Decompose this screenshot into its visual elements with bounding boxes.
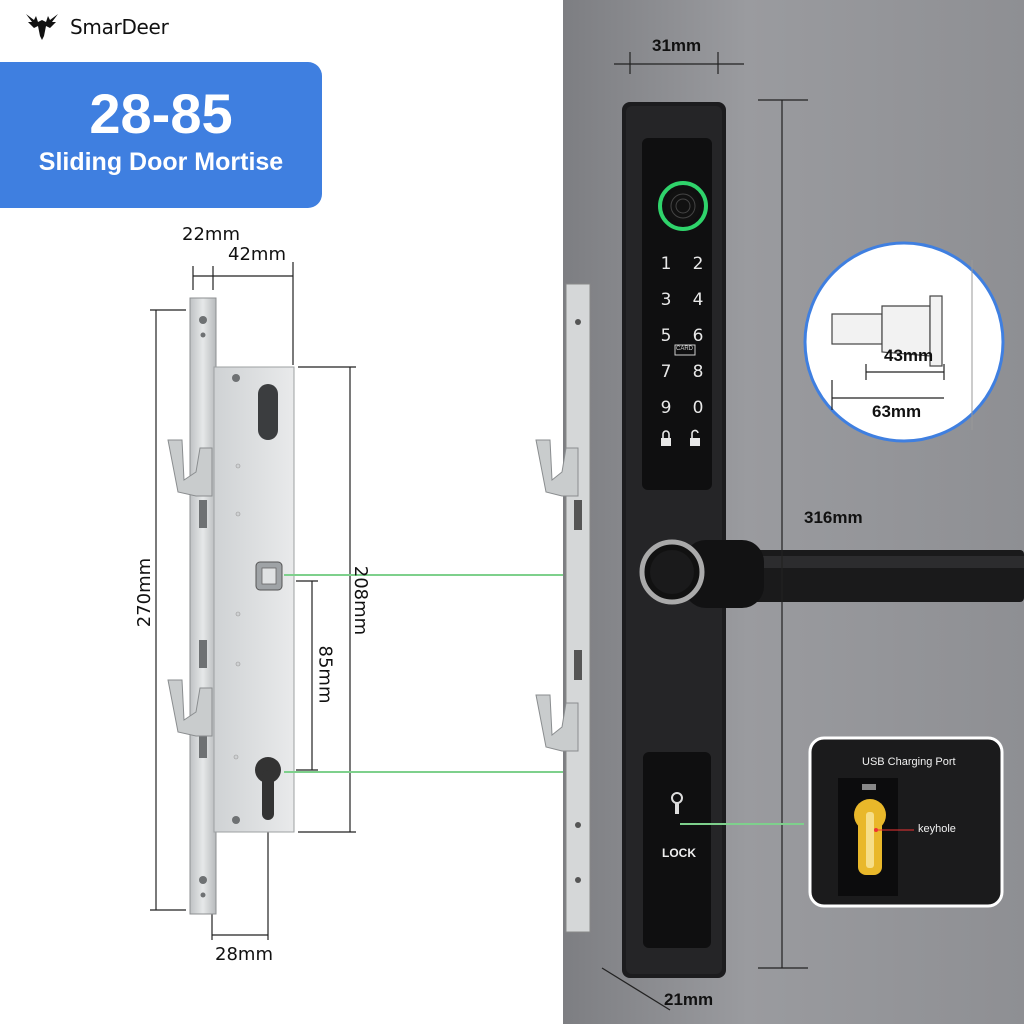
mortise-illustration <box>150 262 563 940</box>
model-number: 28-85 <box>89 82 233 145</box>
dim-63mm: 63mm <box>872 402 922 421</box>
dim-43mm: 43mm <box>884 346 934 365</box>
keypad-key-8[interactable]: 8 <box>692 362 704 382</box>
dim-208mm: 208mm <box>350 565 372 636</box>
model-subtitle: Sliding Door Mortise <box>38 148 284 176</box>
keypad-key-5[interactable]: 5 <box>660 326 672 346</box>
model-badge: 28-85 Sliding Door Mortise <box>0 62 322 208</box>
deer-logo-icon <box>26 14 58 40</box>
keypad-key-2[interactable]: 2 <box>692 254 704 274</box>
dim-316mm: 316mm <box>804 508 863 527</box>
keyhole-label: keyhole <box>918 823 956 835</box>
brand-name: SmarDeer <box>70 15 169 39</box>
keypad-key-9[interactable]: 9 <box>660 398 672 418</box>
lock-label: LOCK <box>662 846 696 860</box>
usb-charging-port-label: USB Charging Port <box>862 756 956 768</box>
dim-21mm: 21mm <box>664 990 714 1009</box>
dim-22mm: 22mm <box>182 224 240 245</box>
keypad-key-7[interactable]: 7 <box>660 362 672 382</box>
dim-270mm: 270mm <box>134 557 156 628</box>
keypad-key-6[interactable]: 6 <box>692 326 704 346</box>
keypad-key-1[interactable]: 1 <box>660 254 672 274</box>
dim-31mm: 31mm <box>652 36 702 55</box>
dim-42mm: 42mm <box>228 244 286 265</box>
keypad-key-4[interactable]: 4 <box>692 290 704 310</box>
card-label: CARD <box>676 346 694 352</box>
brand: SmarDeer <box>22 10 169 44</box>
smart-lock-illustration <box>535 52 1024 1011</box>
dim-28mm: 28mm <box>215 944 273 965</box>
keypad-key-3[interactable]: 3 <box>660 290 672 310</box>
dim-85mm: 85mm <box>314 645 336 704</box>
keypad-key-0[interactable]: 0 <box>692 398 704 418</box>
